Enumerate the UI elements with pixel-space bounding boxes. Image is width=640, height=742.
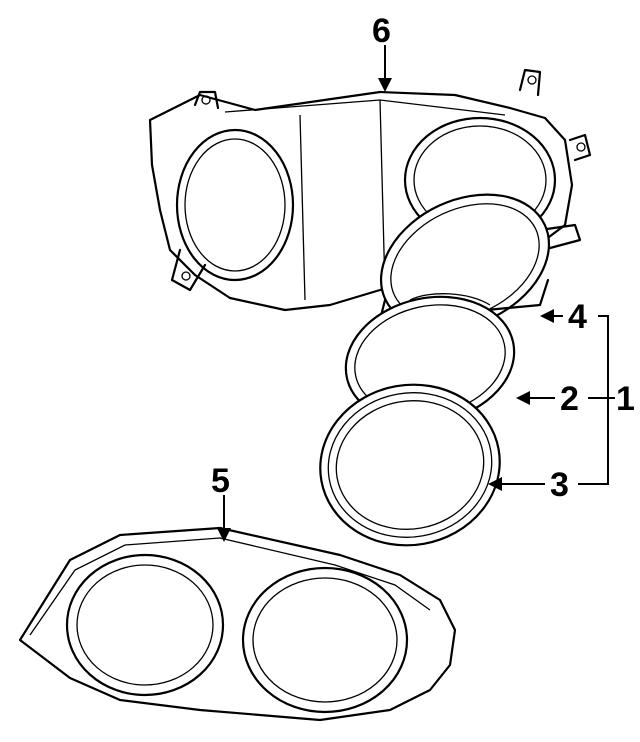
- retaining-ring: [319, 383, 501, 547]
- callout-1: 1: [616, 380, 635, 418]
- headlamp-bezel: [18, 526, 457, 722]
- callout-4: 4: [568, 298, 587, 336]
- callout-3: 3: [550, 466, 569, 504]
- callout-5: 5: [211, 462, 230, 500]
- callout-leaders: [217, 45, 615, 542]
- callout-2: 2: [560, 380, 579, 418]
- callout-6: 6: [372, 12, 391, 50]
